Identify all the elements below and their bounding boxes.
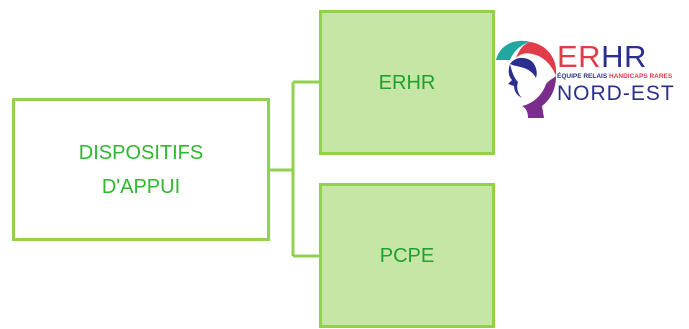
child-node-erhr: ERHR xyxy=(319,10,495,155)
logo-title: ERHR xyxy=(557,39,689,74)
child-node-erhr-label: ERHR xyxy=(378,71,436,94)
logo-title-er: ER xyxy=(557,39,602,74)
logo-region: NORD-EST xyxy=(557,82,675,105)
child-node-pcpe-label: PCPE xyxy=(379,244,435,267)
root-node-label-line1: DISPOSITIFS xyxy=(78,141,204,164)
child-node-pcpe: PCPE xyxy=(319,183,495,328)
head-profile-logo-icon xyxy=(496,40,557,118)
logo-tagline-part2: HANDICAPS RARES xyxy=(609,73,673,80)
root-node-label-line2: D'APPUI xyxy=(101,175,181,198)
logo-wordmark: ERHR ÉQUIPE RELAIS HANDICAPS RARES NORD-… xyxy=(557,39,689,106)
root-node-dispositifs-dappui: DISPOSITIFS D'APPUI xyxy=(12,98,270,241)
erhr-nord-est-logo: ERHR ÉQUIPE RELAIS HANDICAPS RARES NORD-… xyxy=(492,34,689,120)
logo-title-hr: HR xyxy=(601,39,647,74)
logo-tagline: ÉQUIPE RELAIS HANDICAPS RARES xyxy=(557,72,689,82)
logo-tagline-part1: ÉQUIPE RELAIS xyxy=(557,73,608,80)
root-node-label: DISPOSITIFS D'APPUI xyxy=(79,136,203,204)
